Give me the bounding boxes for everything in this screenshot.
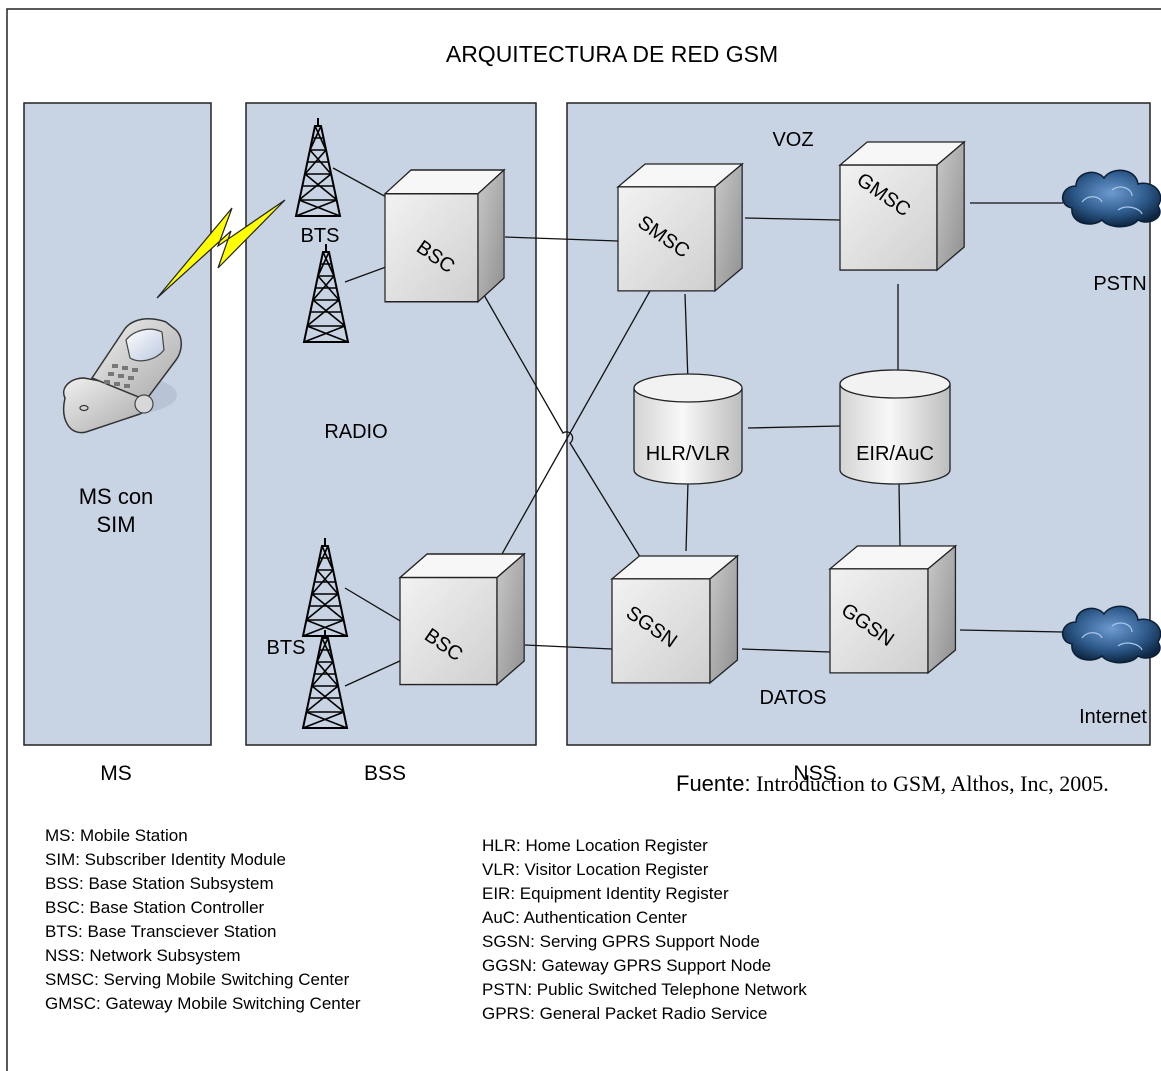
legend-item: GGSN: Gateway GPRS Support Node bbox=[482, 956, 772, 975]
legend-item: BTS: Base Transciever Station bbox=[45, 922, 277, 941]
link-bsc-smsc-cross bbox=[492, 281, 656, 571]
internet-label: Internet bbox=[1079, 706, 1147, 728]
link-bts-bsc-top1 bbox=[332, 167, 389, 199]
legend-item: AuC: Authentication Center bbox=[482, 908, 688, 927]
legend-item: SGSN: Serving GPRS Support Node bbox=[482, 932, 760, 951]
radio-link-icon bbox=[156, 199, 286, 299]
link-bts-bsc-bot1 bbox=[344, 587, 403, 623]
legend-item: SMSC: Serving Mobile Switching Center bbox=[45, 970, 350, 989]
connections bbox=[332, 167, 1064, 687]
hlr-vlr-database: HLR/VLR bbox=[633, 373, 743, 485]
gmsc-node: GMSC bbox=[839, 141, 965, 271]
bts-top-label: BTS bbox=[301, 225, 340, 247]
bts-bottom-label: BTS bbox=[267, 637, 306, 659]
link-sgsn-ggsn bbox=[741, 648, 831, 653]
link-hlr-sgsn bbox=[685, 481, 689, 552]
smsc-node: SMSC bbox=[617, 163, 743, 292]
bsc-top-node: BSC bbox=[384, 169, 505, 303]
sgsn-node: SGSN bbox=[611, 555, 739, 684]
legend-item: GMSC: Gateway Mobile Switching Center bbox=[45, 994, 361, 1013]
link-eir-ggsn bbox=[898, 481, 901, 549]
legend-item: PSTN: Public Switched Telephone Network bbox=[482, 980, 807, 999]
zone-ms bbox=[23, 102, 212, 746]
radio-label: RADIO bbox=[324, 421, 387, 443]
hlr-vlr-label: HLR/VLR bbox=[646, 443, 730, 465]
voz-label: VOZ bbox=[772, 129, 813, 151]
eir-auc-label: EIR/AuC bbox=[856, 443, 934, 465]
legend-item: HLR: Home Location Register bbox=[482, 836, 708, 855]
source-citation: Fuente: Introduction to GSM, Althos, Inc… bbox=[676, 771, 1109, 797]
source-text: Introduction to GSM, Althos, Inc, 2005. bbox=[756, 771, 1109, 796]
pstn-label: PSTN bbox=[1093, 273, 1146, 295]
legend-item: NSS: Network Subsystem bbox=[45, 946, 241, 965]
legend-item: EIR: Equipment Identity Register bbox=[482, 884, 729, 903]
zone-nss-label: NSS bbox=[793, 762, 836, 785]
ms-sim-label-line1: MS con bbox=[79, 484, 154, 509]
mobile-phone-icon bbox=[63, 317, 182, 434]
link-bts-bsc-bot2 bbox=[344, 659, 403, 687]
zone-ms-label: MS bbox=[100, 762, 132, 785]
diagram-title: ARQUITECTURA DE RED GSM bbox=[446, 41, 778, 67]
link-ggsn-internet bbox=[959, 629, 1064, 633]
link-smsc-hlr bbox=[684, 293, 689, 383]
link-hlr-eir bbox=[747, 425, 841, 429]
source-label: Fuente: bbox=[676, 771, 751, 796]
zone-bss-label: BSS bbox=[364, 762, 406, 785]
legend-left: MS: Mobile Station SIM: Subscriber Ident… bbox=[45, 824, 361, 1016]
ggsn-node: GGSN bbox=[829, 545, 957, 674]
ms-sim-label-line2: SIM bbox=[96, 512, 135, 537]
link-smsc-gmsc bbox=[744, 217, 841, 221]
outer-frame bbox=[6, 8, 1161, 1071]
legend-item: SIM: Subscriber Identity Module bbox=[45, 850, 286, 869]
legend-item: GPRS: General Packet Radio Service bbox=[482, 1004, 768, 1023]
link-bts-bsc-top2 bbox=[344, 266, 387, 283]
legend-item: VLR: Visitor Location Register bbox=[482, 860, 709, 879]
legend-item: BSS: Base Station Subsystem bbox=[45, 874, 274, 893]
eir-auc-database: EIR/AuC bbox=[839, 369, 951, 485]
link-bsc-sgsn bbox=[524, 644, 613, 650]
bsc-bottom-node: BSC bbox=[399, 553, 525, 686]
datos-label: DATOS bbox=[759, 687, 826, 709]
link-bsc-sgsn-cross bbox=[479, 287, 646, 566]
legend-item: MS: Mobile Station bbox=[45, 826, 188, 845]
legend-right: HLR: Home Location Register VLR: Visitor… bbox=[482, 834, 807, 1026]
legend-item: BSC: Base Station Controller bbox=[45, 898, 265, 917]
link-bsc-smsc bbox=[504, 236, 619, 242]
